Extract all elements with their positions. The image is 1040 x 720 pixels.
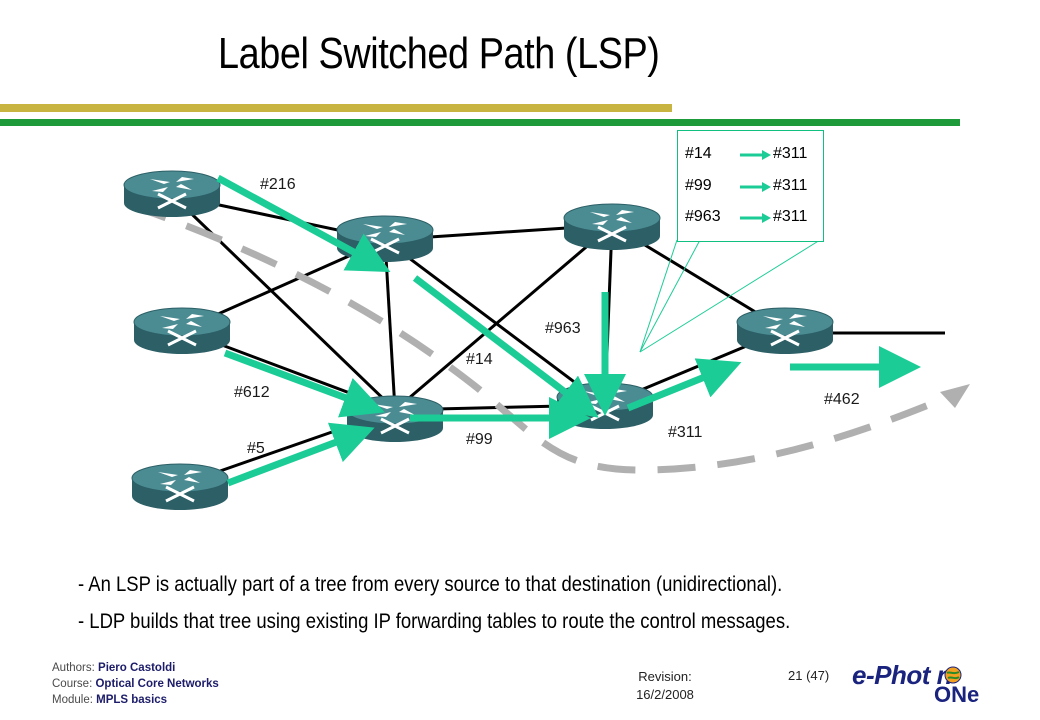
label-311: #311 — [668, 424, 703, 441]
in-label: #99 — [685, 177, 712, 194]
router-icon — [130, 462, 230, 512]
label-5: #5 — [247, 440, 265, 457]
out-label: #311 — [773, 177, 808, 194]
revision-label: Revision: — [638, 669, 692, 684]
revision-info: Revision: 16/2/2008 — [600, 668, 730, 704]
module-key: Module: — [52, 694, 93, 706]
table-row: #963 #311 — [685, 208, 820, 228]
course-value: Optical Core Networks — [95, 678, 219, 690]
logo-text-top: e-Phot n — [852, 660, 953, 690]
ldp-dashed-path — [128, 201, 962, 474]
label-612: #612 — [234, 384, 270, 401]
footer-credits: Authors: Piero Castoldi Course: Optical … — [52, 660, 219, 708]
bullet-item: - LDP builds that tree using existing IP… — [78, 610, 791, 633]
authors-value: Piero Castoldi — [98, 662, 176, 674]
globe-icon — [944, 666, 962, 684]
label-99: #99 — [466, 431, 493, 448]
slide-title: Label Switched Path (LSP) — [218, 29, 660, 78]
title-underline-olive — [0, 104, 672, 112]
swap-arrow-icon — [740, 182, 771, 192]
label-14: #14 — [466, 351, 493, 368]
logo-text-bottom: ONe — [934, 682, 980, 707]
ephoton-logo: e-Phot n ONe — [852, 660, 979, 710]
course-key: Course: — [52, 678, 93, 690]
out-label: #311 — [773, 208, 808, 225]
module-value: MPLS basics — [96, 694, 168, 706]
in-label: #14 — [685, 145, 712, 162]
swap-arrow-icon — [740, 150, 771, 160]
label-462: #462 — [824, 391, 860, 408]
out-label: #311 — [773, 145, 808, 162]
swap-arrow-icon — [740, 213, 771, 223]
router-icon — [122, 169, 222, 219]
label-swap-table: #14 #311 #99 #311 #963 #311 — [677, 130, 824, 242]
title-underline-green — [0, 119, 960, 126]
table-callout-lines — [639, 239, 821, 353]
router-icon — [562, 202, 662, 252]
lsp-arrows — [216, 174, 921, 487]
table-row: #99 #311 — [685, 177, 820, 197]
authors-key: Authors: — [52, 662, 95, 674]
dashed-arrowhead — [940, 384, 970, 408]
bullet-item: - An LSP is actually part of a tree from… — [78, 573, 783, 596]
in-label: #963 — [685, 208, 721, 225]
page-number: 21 (47) — [788, 668, 830, 683]
label-216: #216 — [260, 176, 296, 193]
revision-date: 16/2/2008 — [636, 687, 694, 702]
router-icon — [735, 306, 835, 356]
label-963: #963 — [545, 320, 581, 337]
router-icon — [335, 214, 435, 264]
bullet-list: - An LSP is actually part of a tree from… — [78, 570, 887, 644]
table-row: #14 #311 — [685, 145, 820, 165]
router-icon — [132, 306, 232, 356]
